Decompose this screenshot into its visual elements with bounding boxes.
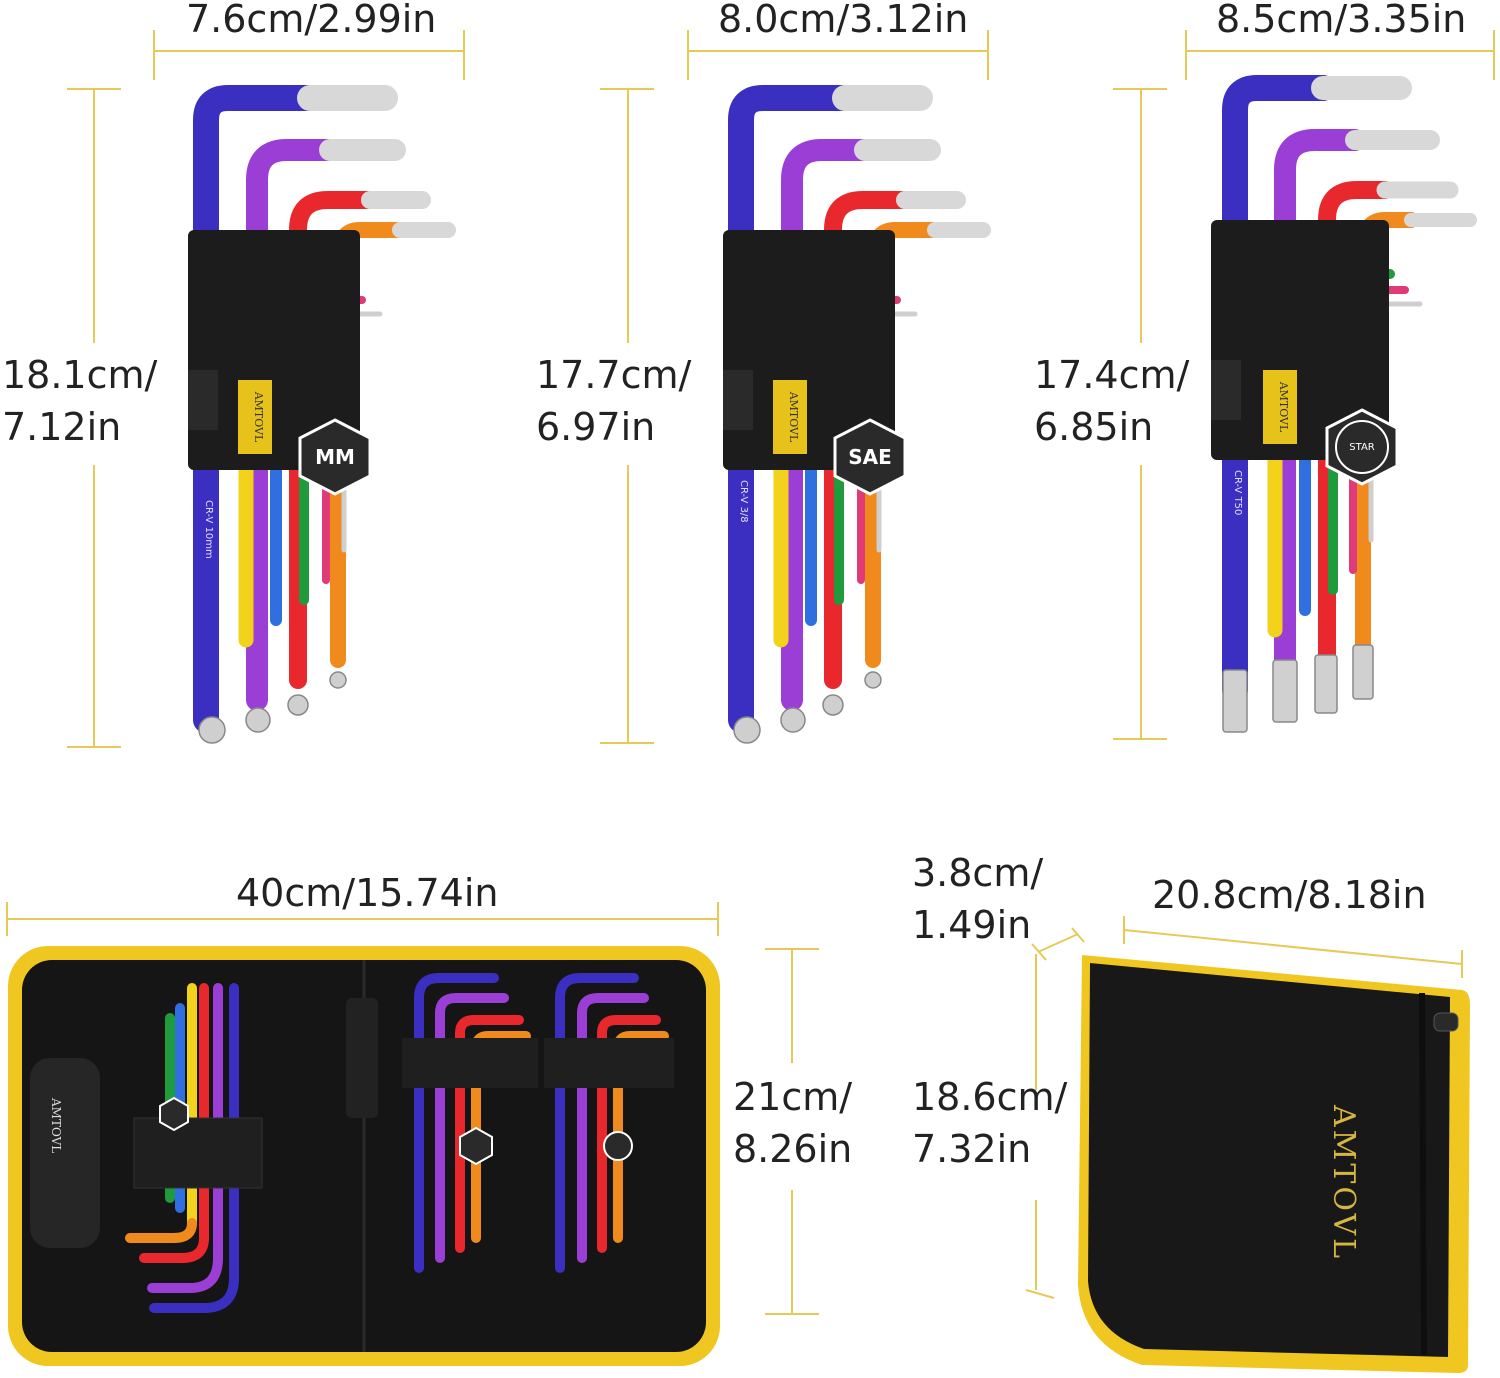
sae-engraving: CR-V 3/8: [738, 480, 749, 523]
sae-width-tick-left: [687, 30, 689, 80]
star-brand-plate: [1263, 370, 1297, 444]
mm-brand-plate: [238, 380, 272, 454]
sae-hex-key-set: AMTOVL SAE CR-V 3/8: [723, 85, 991, 744]
sae-height-line-bottom: [627, 465, 629, 743]
mm-key-6: [289, 191, 379, 689]
mm-badge-text: MM: [315, 445, 355, 469]
closed-case-measure-lines: [1025, 916, 1463, 1299]
mm-engraving: CR-V 10mm: [203, 500, 214, 559]
sae-brand-text: AMTOVL: [787, 391, 800, 443]
mm-badge-hexagon: [298, 418, 372, 496]
mm-key-10: [193, 85, 323, 733]
star-width-line: [1186, 50, 1494, 52]
closed-case-zipper-pull: [1433, 1012, 1459, 1032]
mm-width-tick-right: [463, 30, 465, 80]
open-case-illustration: AMTOVL: [8, 946, 720, 1366]
sae-width-label: 8.0cm/3.12in: [718, 0, 969, 41]
closed-case-brand-text: AMTOVL: [1326, 1104, 1361, 1261]
open-case-screwdriver-brand: AMTOVL: [49, 1097, 63, 1153]
star-height-tick-bottom: [1113, 738, 1167, 740]
case-open-height-label-in: 8.26in: [733, 1127, 853, 1171]
star-engraving: CR-V T50: [1232, 470, 1243, 515]
sae-height-tick-bottom: [600, 742, 654, 744]
mm-height-tick-top: [67, 88, 121, 90]
sae-badge-hexagon: [833, 418, 907, 496]
mm-height-label-cm: 18.1cm/: [2, 353, 158, 397]
star-height-line-top: [1140, 88, 1142, 343]
case-open-height-label-cm: 21cm/: [733, 1075, 853, 1119]
closed-case-body: [1088, 963, 1450, 1357]
sae-key-holder: [723, 230, 895, 470]
case-closed-height-label-in: 7.32in: [912, 1127, 1032, 1171]
sae-width-line: [688, 50, 988, 52]
mm-hex-key-set: AMTOVL MM CR-V 10mm: [188, 85, 456, 744]
star-brand-text: AMTOVL: [1277, 381, 1290, 433]
case-open-height-line-bottom: [791, 1190, 793, 1314]
case-depth-label-in: 1.49in: [912, 903, 1032, 947]
sae-height-label-in: 6.97in: [536, 405, 656, 449]
case-open-width-tick-right: [717, 902, 719, 936]
mm-height-line-top: [93, 88, 95, 343]
case-open-width-label: 40cm/15.74in: [236, 871, 499, 915]
mm-width-tick-left: [153, 30, 155, 80]
closed-case-illustration: AMTOVL: [1078, 955, 1470, 1373]
star-torx-key-set: AMTOVL STAR CR-V T50: [1211, 75, 1477, 733]
case-open-height-line-top: [791, 948, 793, 1063]
sae-width-tick-right: [987, 30, 989, 80]
case-closed-height-label-cm: 18.6cm/: [912, 1075, 1068, 1119]
star-badge-text: STAR: [1349, 442, 1375, 453]
star-key-holder: [1211, 220, 1389, 460]
case-open-height-tick-bottom: [765, 1313, 819, 1315]
sae-brand-plate: [773, 380, 807, 454]
star-height-tick-top: [1113, 88, 1167, 90]
mm-brand-text: AMTOVL: [252, 391, 265, 443]
case-open-width-line: [6, 918, 718, 920]
case-open-width-tick-left: [6, 902, 8, 936]
star-height-line-bottom: [1140, 465, 1142, 739]
mm-key-8: [246, 139, 341, 711]
mm-width-label: 7.6cm/2.99in: [186, 0, 437, 41]
star-width-tick-right: [1493, 30, 1495, 80]
star-width-label: 8.5cm/3.35in: [1216, 0, 1467, 41]
sae-height-tick-top: [600, 88, 654, 90]
mm-width-line: [154, 50, 464, 52]
sae-badge-text: SAE: [848, 445, 892, 469]
sae-height-label-cm: 17.7cm/: [536, 353, 692, 397]
case-depth-label-cm: 3.8cm/: [912, 851, 1044, 895]
case-open-height-tick-top: [765, 948, 819, 950]
star-width-tick-left: [1185, 30, 1187, 80]
sae-height-line-top: [627, 88, 629, 343]
mm-height-label-in: 7.12in: [2, 405, 122, 449]
star-height-label-in: 6.85in: [1034, 405, 1154, 449]
mm-height-tick-bottom: [67, 746, 121, 748]
case-closed-width-label: 20.8cm/8.18in: [1152, 873, 1427, 917]
open-case-screwdriver: [30, 1058, 100, 1248]
mm-height-line-bottom: [93, 465, 95, 747]
star-height-label-cm: 17.4cm/: [1034, 353, 1190, 397]
mm-key-holder: [188, 230, 360, 470]
